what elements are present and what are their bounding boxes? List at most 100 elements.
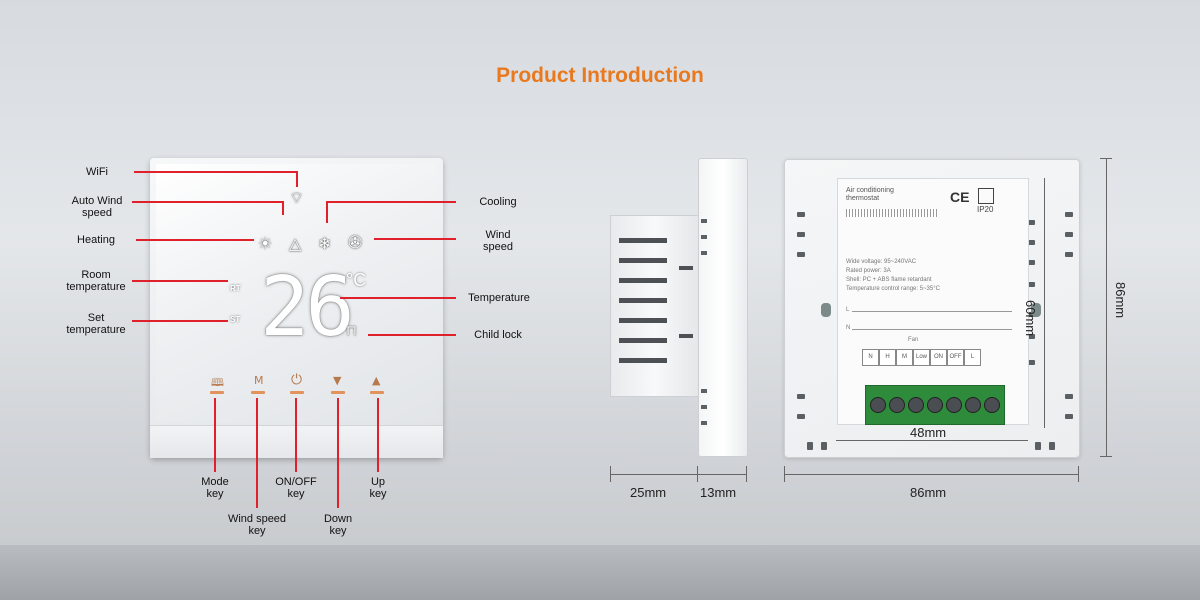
double-insulation-icon: [978, 188, 994, 204]
label-temperature: Temperature: [468, 292, 530, 304]
label-wifi: WiFi: [86, 166, 108, 178]
back-vent: [1065, 414, 1073, 419]
mounting-hole: [1031, 303, 1041, 317]
back-vent: [1035, 442, 1041, 450]
touch-glass: [156, 164, 437, 422]
dim-tick: [746, 466, 747, 482]
auto-wind-icon: △: [289, 234, 302, 253]
wiring-fan: Fan: [908, 337, 919, 343]
leader-wifi: [134, 171, 298, 173]
terminal-label: OFF: [947, 349, 964, 366]
back-vent: [1025, 282, 1035, 287]
up-key[interactable]: [370, 391, 384, 394]
back-vent: [1065, 394, 1073, 399]
side-notch: [701, 421, 707, 425]
on-off-key[interactable]: [290, 391, 304, 394]
terminal-screw: [965, 397, 981, 413]
label-heating: Heating: [77, 234, 115, 246]
leader-auto-wind: [132, 201, 284, 203]
spec-power: Rated power: 3A: [846, 268, 891, 274]
terminal-label: N: [862, 349, 879, 366]
down-key[interactable]: [331, 391, 345, 394]
terminal-screw: [927, 397, 943, 413]
ip-rating: IP20: [977, 205, 994, 214]
back-vent: [1065, 232, 1073, 237]
leader-up-key: [377, 398, 379, 472]
back-vent: [797, 414, 805, 419]
terminal-screw: [870, 397, 886, 413]
m-key-icon: M: [254, 374, 264, 387]
leader-wind-speed-key: [256, 398, 258, 508]
terminal-screw: [908, 397, 924, 413]
ce-mark: CE: [950, 189, 970, 205]
leader-heating: [136, 239, 254, 241]
dim-line-86-w: [784, 474, 1078, 475]
dim-line-86-h: [1106, 158, 1107, 456]
terminal-label: L: [964, 349, 981, 366]
dim-86mm-height: 86mm: [1113, 282, 1128, 319]
dim-13mm: 13mm: [700, 485, 737, 500]
terminal-block: [865, 385, 1005, 425]
back-vent: [1049, 442, 1055, 450]
terminal-label: H: [879, 349, 896, 366]
book-icon: 🕮: [211, 376, 224, 389]
wiring-n: N: [846, 325, 851, 331]
snowflake-icon: ❄: [318, 234, 332, 253]
thermostat-front-panel: ⌔ △ ☀ ❄ ✇ RT ST 26 °C ⊓ 🕮 M ⏻ ▼ ▲: [150, 158, 443, 458]
back-vent: [797, 212, 805, 217]
mode-key[interactable]: [210, 391, 224, 394]
leader-wifi-drop: [296, 171, 298, 187]
dim-line-side: [610, 474, 746, 475]
side-notch: [701, 251, 707, 255]
terminal-screw: [984, 397, 1000, 413]
side-vent: [619, 278, 667, 283]
back-vent: [1025, 334, 1035, 339]
dim-48mm: 48mm: [910, 425, 947, 440]
mounting-hole: [821, 303, 831, 317]
terminal-label: M: [896, 349, 913, 366]
label-cooling: Cooling: [479, 196, 517, 208]
temperature-display: 26: [260, 260, 355, 355]
side-vent: [619, 358, 667, 363]
sun-icon: ☀: [258, 234, 273, 253]
wiring-l: L: [846, 307, 850, 313]
page-title: Product Introduction: [496, 64, 704, 87]
terminal-screw: [889, 397, 905, 413]
wiring-line: [852, 311, 1012, 312]
room-temp-indicator: RT: [230, 284, 241, 293]
barcode: [846, 209, 938, 217]
leader-down-key: [337, 398, 339, 508]
dim-60mm: 60mm: [1023, 300, 1038, 337]
back-vent: [1025, 240, 1035, 245]
side-notch: [701, 219, 707, 223]
label-child-lock: Child lock: [474, 329, 522, 341]
dim-tick: [1100, 158, 1112, 159]
dim-tick: [1100, 456, 1112, 457]
dim-tick: [784, 466, 785, 482]
leader-auto-wind-drop: [282, 201, 284, 215]
floor-background: [0, 545, 1200, 600]
leader-cooling: [326, 201, 456, 203]
wind-speed-key[interactable]: [251, 391, 265, 394]
terminal-label: ON: [930, 349, 947, 366]
side-vent: [679, 334, 693, 338]
set-temp-indicator: ST: [230, 315, 241, 324]
side-vent: [619, 298, 667, 303]
back-vent: [1025, 260, 1035, 265]
leader-cooling-drop: [326, 201, 328, 223]
spec-shell: Shell: PC + ABS flame retardant: [846, 277, 932, 283]
back-vent: [797, 394, 805, 399]
back-vent: [797, 252, 805, 257]
back-vent: [821, 442, 827, 450]
back-vent: [1065, 212, 1073, 217]
leader-on-off-key: [295, 398, 297, 472]
leader-wind-speed: [374, 238, 456, 240]
up-arrow-icon: ▲: [372, 374, 381, 387]
back-vent: [797, 232, 805, 237]
